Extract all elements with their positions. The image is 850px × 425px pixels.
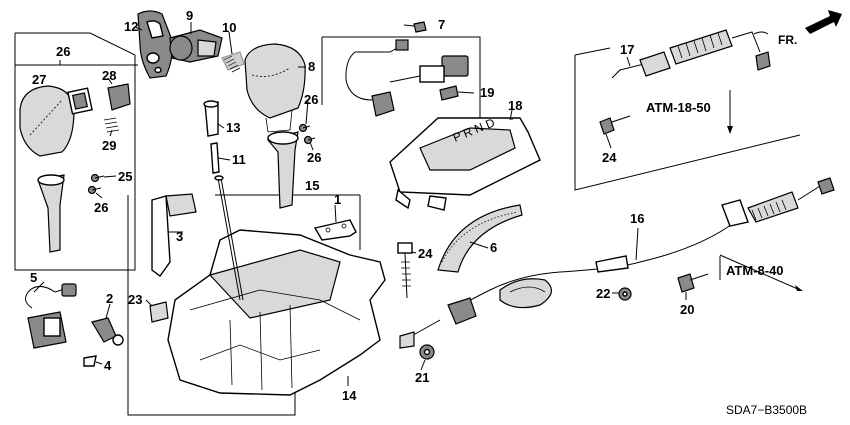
part-9-switch: [169, 29, 223, 63]
reference-pointers: [719, 90, 803, 291]
callout-30: 29: [102, 138, 116, 153]
callout-7: 7: [438, 17, 445, 32]
part-11-pin: [210, 142, 220, 174]
ref-atm-18-50: ATM-18-50: [646, 100, 711, 115]
callout-10: 10: [222, 20, 236, 35]
callout-27: 26: [56, 44, 70, 59]
leader-lines: [33, 22, 687, 386]
part-4-clip: [83, 355, 97, 367]
part-16-cable: [399, 177, 835, 349]
part-14-shifter-base: [167, 175, 386, 396]
callout-8: 8: [308, 59, 315, 74]
callout-20: 20: [680, 302, 694, 317]
callout-6: 6: [490, 240, 497, 255]
callout-25: 24: [418, 246, 433, 261]
part-10-spring: [221, 51, 245, 73]
ref-atm-8-40: ATM-8-40: [726, 263, 784, 278]
callout-12: 12: [124, 19, 138, 34]
part-8-shift-knob: [244, 43, 306, 133]
callout-24: 24: [602, 150, 617, 165]
part-20-bolt: [677, 273, 709, 293]
callout-14: 14: [342, 388, 357, 403]
part-21-nut: [419, 344, 435, 360]
front-direction-arrow: FR.: [778, 10, 842, 47]
part-30-spring: [103, 117, 120, 133]
callout-21: 21: [415, 370, 429, 385]
callout-3: 3: [176, 229, 183, 244]
part-29-clip: [67, 83, 131, 115]
part-6-cover-strip: [437, 204, 523, 273]
callout-17: 17: [620, 42, 634, 57]
group-frame-lines: [14, 32, 801, 416]
part-28-knob: [19, 85, 75, 157]
callout-1: 1: [334, 192, 341, 207]
part-25-bolt: [397, 242, 413, 299]
part-18-indicator-panel: P R N D: [389, 115, 541, 211]
callout-22: 22: [596, 286, 610, 301]
callout-23: 23: [128, 292, 142, 307]
callout-26-left-lower: 26: [94, 200, 108, 215]
callout-19: 19: [480, 85, 494, 100]
part-7-clip: [413, 21, 427, 33]
part-28-boot: [37, 174, 65, 253]
direction-label: FR.: [778, 33, 797, 47]
callout-11: 11: [232, 152, 246, 167]
part-17-cable: [611, 29, 771, 79]
callout-4: 4: [104, 358, 112, 373]
callout-26-right-upper: 26: [304, 92, 318, 107]
part-12-knob-cover: [137, 10, 173, 79]
callout-16: 16: [630, 211, 644, 226]
callout-15: 15: [305, 178, 319, 193]
callout-18: 18: [508, 98, 522, 113]
callout-28: 27: [32, 72, 46, 87]
callout-29: 28: [102, 68, 116, 83]
part-22-nut: [618, 287, 632, 301]
callout-2: 2: [106, 291, 113, 306]
callout-13: 13: [226, 120, 240, 135]
callout-5: 5: [30, 270, 37, 285]
part-19-clip: [439, 85, 459, 101]
part-15-knob-boot: [266, 131, 299, 209]
part-13-bushing: [203, 100, 219, 137]
part-5-solenoid: [25, 283, 77, 349]
wiring-harness: [345, 39, 469, 117]
callout-26-left-upper: 25: [118, 169, 132, 184]
part-3-bracket: [151, 193, 197, 277]
part-26-screws-left: [87, 173, 105, 195]
callout-26-right-lower: 26: [307, 150, 321, 165]
part-24-bolt: [599, 115, 631, 135]
part-1-bracket: [313, 219, 357, 241]
diagram-code: SDA7−B3500B: [726, 403, 807, 417]
part-2-switch: [91, 317, 124, 346]
callout-9: 9: [186, 8, 193, 23]
callout-numbers: 12 9 10 8 7 19 18 13 11 26 26 15 1 3 26 …: [30, 8, 694, 403]
part-23-clip: [149, 301, 169, 323]
part-26-screws-right: [298, 123, 316, 145]
